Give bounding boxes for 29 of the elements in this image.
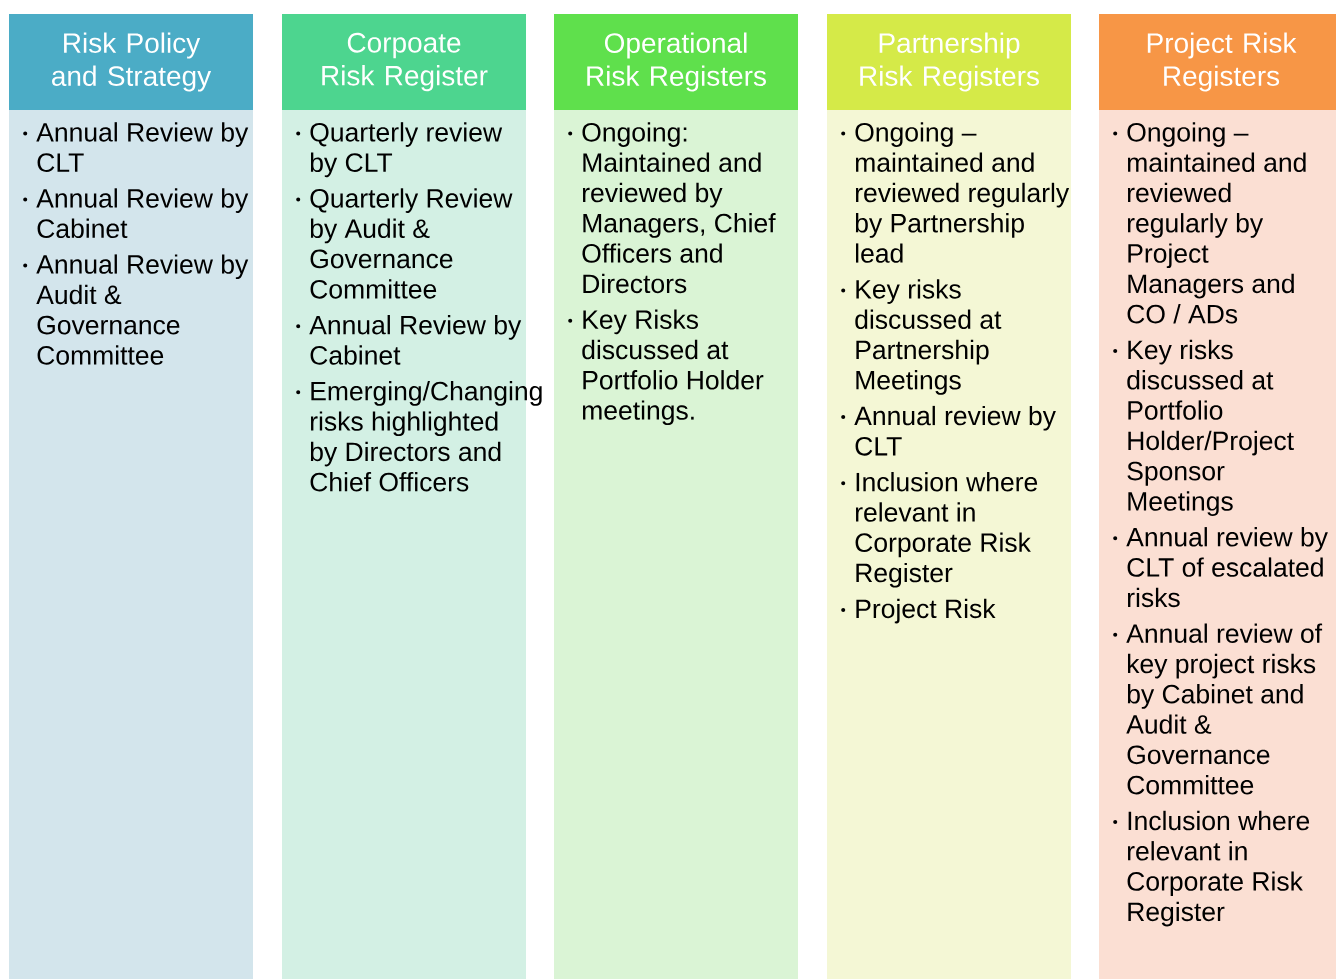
list-item: Emerging/Changing risks highlighted by Directors and Chief Officers [296,381,542,492]
list-item: Annual review by CLT [841,405,1056,456]
list-item: Key risks discussed at Partnership Meetings [841,279,1002,395]
column-panel [9,14,253,979]
column-panel [827,14,1071,979]
column-panel [554,14,798,979]
list-item: Annual Review by CLT [23,122,249,172]
list-item: Project Risk [841,598,996,624]
list-item: Key Risks discussed at Portfolio Holder meetings. [568,309,764,426]
list-item: Ongoing – maintained and reviewed regularly by Project Managers and CO / ADs [1113,122,1306,324]
list-item: Inclusion where relevant in Corporate Risk Register [1113,810,1310,927]
list-item: Key risks discussed at Portfolio Holder/Project Sponsor Meetings [1113,339,1294,516]
heading-text: Partnership Risk Registers [860,32,1039,92]
heading-text: Risk Policy and Strategy [52,32,212,92]
list-item: Ongoing: Maintained and reviewed by Managers, Chief Officers and Directors [568,122,776,294]
list-item: Annual Review by Cabinet [23,188,249,239]
list-item: Annual review by CLT of escalated risks [1113,527,1328,608]
list-item: Annual Review by Cabinet [296,315,522,365]
list-item: Inclusion where relevant in Corporate Risk Register [841,472,1038,588]
list-item: Annual Review by Audit & Governance Committee [23,254,249,365]
list-item: Ongoing – maintained and reviewed regularly by Partnership lead [841,122,1070,263]
heading-text: Operational Risk Registers [587,32,766,92]
list-item: Annual review of key project risks by Cabinet and Audit & Governance Committee [1113,623,1323,795]
heading-text: Corpoate Risk Register [322,32,488,92]
column-panel [282,14,542,979]
list-item: Quarterly Review by Audit & Governance Committee [296,188,513,299]
list-item: Quarterly review by CLT [296,122,503,178]
heading-text: Project Risk Registers [1147,32,1297,92]
column-panel [1099,14,1336,979]
